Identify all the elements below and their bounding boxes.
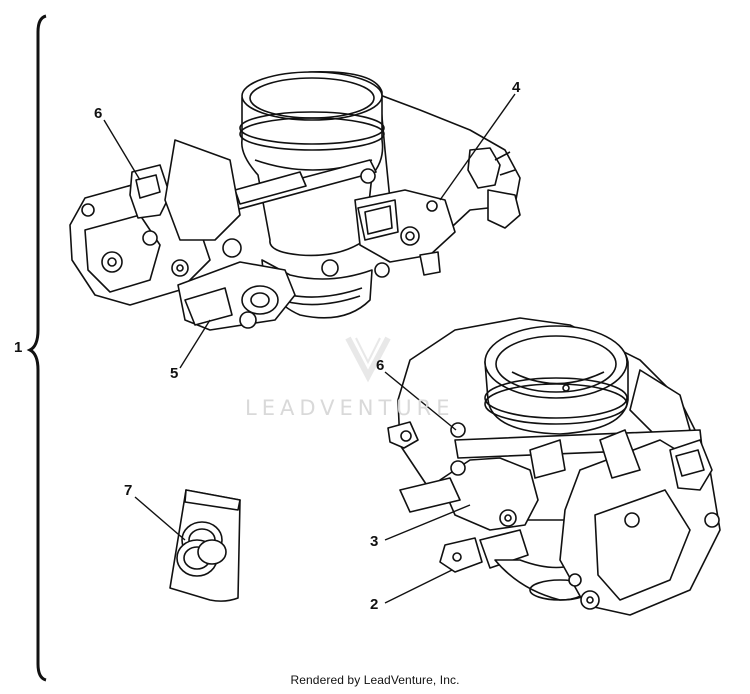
leader-line-4: [439, 93, 516, 201]
gasket-kit: [169, 489, 241, 602]
leader-lines: [103, 93, 516, 604]
leader-line-6-bottom: [384, 371, 457, 431]
leader-line-7: [134, 496, 186, 541]
callout-1: 1: [14, 339, 23, 356]
callout-3: 3: [370, 533, 379, 550]
leader-line-5: [179, 319, 211, 369]
leader-line-2: [384, 569, 453, 604]
callout-5: 5: [170, 365, 179, 382]
assembly-bracket: [26, 14, 47, 682]
leader-line-3: [384, 504, 471, 541]
callout-6-bottom: 6: [376, 357, 385, 374]
callout-6-top: 6: [94, 105, 103, 122]
callout-4: 4: [512, 79, 521, 96]
watermark-logo-icon: [345, 336, 391, 383]
callout-7: 7: [124, 482, 133, 499]
watermark-text: LEADVENTURE: [245, 396, 455, 420]
upper-throttle-body: [69, 71, 521, 331]
callout-2: 2: [370, 596, 379, 613]
leader-line-6-top: [103, 119, 141, 181]
lower-throttle-body: [387, 317, 721, 616]
render-credit: Rendered by LeadVenture, Inc.: [290, 673, 460, 687]
